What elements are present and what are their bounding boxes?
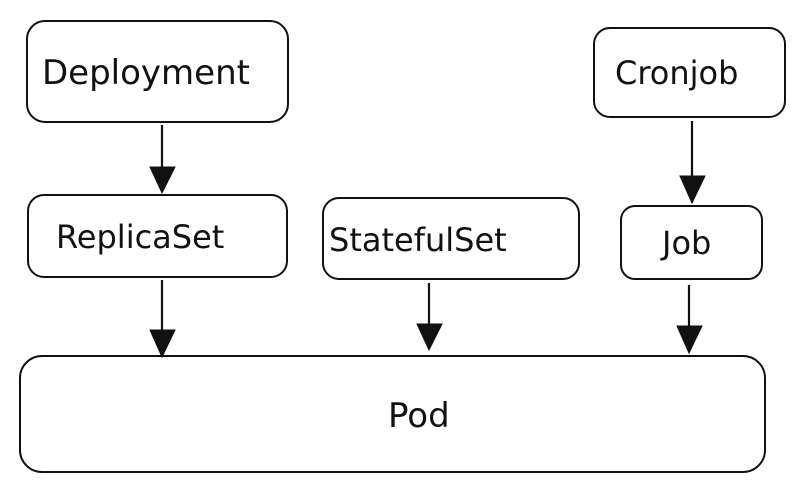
edge-statefulset-to-pod bbox=[416, 283, 443, 352]
node-deployment-box bbox=[26, 20, 289, 123]
node-pod-box bbox=[19, 355, 766, 473]
edge-replicaset-to-pod-arrowhead bbox=[149, 329, 176, 359]
node-deployment-label: Deployment bbox=[42, 53, 250, 93]
edge-job-to-pod bbox=[676, 285, 703, 355]
node-cronjob-label: Cronjob bbox=[615, 54, 738, 92]
edge-replicaset-to-pod bbox=[149, 280, 176, 359]
node-statefulset-box bbox=[322, 197, 580, 280]
node-job-label: Job bbox=[660, 224, 711, 262]
edge-statefulset-to-pod-arrowhead bbox=[416, 323, 443, 352]
node-statefulset: StatefulSet bbox=[322, 197, 580, 280]
node-pod: Pod bbox=[19, 355, 766, 473]
node-statefulset-label: StatefulSet bbox=[329, 221, 507, 259]
node-replicaset: ReplicaSet bbox=[27, 194, 288, 278]
node-cronjob: Cronjob bbox=[593, 27, 786, 118]
edge-deployment-to-replicaset bbox=[149, 125, 176, 195]
node-replicaset-box bbox=[27, 194, 288, 278]
node-cronjob-box bbox=[593, 27, 786, 118]
node-replicaset-label: ReplicaSet bbox=[56, 218, 224, 256]
edge-job-to-pod-arrowhead bbox=[676, 325, 703, 355]
node-pod-label: Pod bbox=[388, 396, 450, 436]
node-job: Job bbox=[620, 205, 763, 280]
edge-deployment-to-replicaset-arrowhead bbox=[149, 166, 176, 195]
edge-cronjob-to-job-arrowhead bbox=[679, 175, 706, 205]
node-job-box bbox=[620, 205, 763, 280]
node-deployment: Deployment bbox=[26, 20, 289, 123]
edge-cronjob-to-job bbox=[679, 121, 706, 205]
